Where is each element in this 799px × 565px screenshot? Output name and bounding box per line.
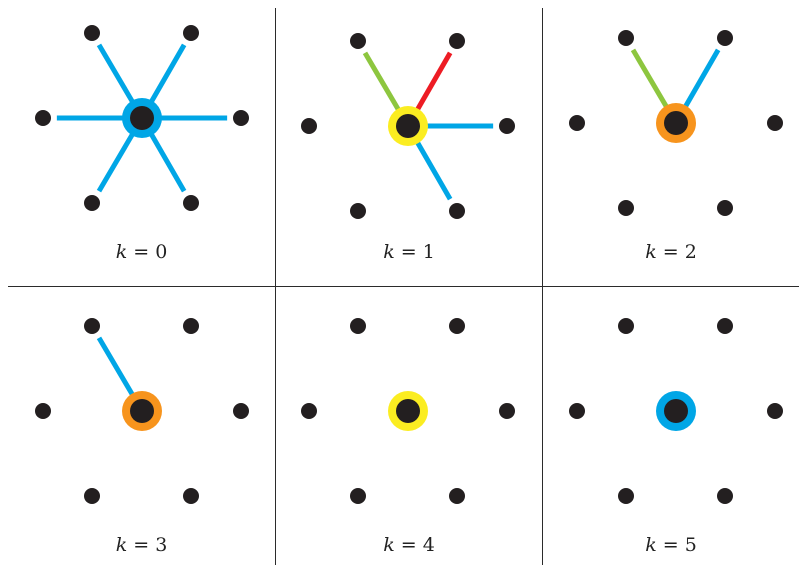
caption-value: 3 [155, 534, 168, 556]
node-left [35, 110, 51, 126]
center-node [396, 399, 420, 423]
caption-k3: k = 3 [8, 534, 275, 556]
caption-k1: k = 1 [276, 241, 542, 263]
node-lower-left [350, 488, 366, 504]
center-node [396, 114, 420, 138]
caption-value: 4 [422, 534, 435, 556]
node-upper-right [183, 318, 199, 334]
node-left [569, 403, 585, 419]
node-upper-left [84, 25, 100, 41]
node-right [767, 403, 783, 419]
node-upper-left [84, 318, 100, 334]
graph-k0 [35, 25, 249, 211]
panel-k0: k = 0 [8, 8, 275, 286]
node-lower-right [717, 488, 733, 504]
node-lower-right [449, 488, 465, 504]
node-upper-left [618, 30, 634, 46]
caption-variable: k [115, 534, 128, 556]
caption-variable: k [383, 534, 395, 556]
caption-value: 0 [155, 241, 168, 263]
panel-k3: k = 3 [8, 287, 275, 565]
caption-variable: k [645, 241, 657, 263]
panel-k1: k = 1 [276, 8, 542, 286]
node-left [35, 403, 51, 419]
node-lower-left [84, 195, 100, 211]
panel-k4: k = 4 [276, 287, 542, 565]
graph-k4 [301, 318, 515, 504]
graph-k3 [35, 318, 249, 504]
node-right [233, 403, 249, 419]
node-right [499, 118, 515, 134]
panel-k5: k = 5 [543, 287, 799, 565]
node-upper-right [449, 318, 465, 334]
caption-k2: k = 2 [543, 241, 799, 263]
horizontal-divider [8, 286, 799, 287]
center-node [664, 111, 688, 135]
node-lower-left [350, 203, 366, 219]
node-left [301, 403, 317, 419]
node-left [569, 115, 585, 131]
graph-k2 [569, 30, 783, 216]
node-right [499, 403, 515, 419]
caption-variable: k [115, 241, 128, 263]
caption-variable: k [383, 241, 395, 263]
graph-k5 [569, 318, 783, 504]
graph-k1 [301, 33, 515, 219]
center-node [130, 106, 154, 130]
node-left [301, 118, 317, 134]
node-right [233, 110, 249, 126]
caption-operator: = [394, 534, 423, 556]
node-upper-left [618, 318, 634, 334]
caption-value: 1 [422, 241, 435, 263]
node-lower-right [449, 203, 465, 219]
node-lower-left [618, 488, 634, 504]
node-upper-left [350, 318, 366, 334]
center-node [664, 399, 688, 423]
caption-operator: = [394, 241, 423, 263]
caption-value: 5 [684, 534, 697, 556]
caption-k5: k = 5 [543, 534, 799, 556]
panel-k2: k = 2 [543, 8, 799, 286]
caption-value: 2 [684, 241, 697, 263]
caption-k4: k = 4 [276, 534, 542, 556]
caption-k0: k = 0 [8, 241, 275, 263]
node-lower-right [717, 200, 733, 216]
caption-operator: = [656, 241, 685, 263]
node-upper-right [717, 318, 733, 334]
node-upper-right [717, 30, 733, 46]
node-right [767, 115, 783, 131]
caption-operator: = [127, 534, 156, 556]
node-upper-right [449, 33, 465, 49]
node-lower-right [183, 488, 199, 504]
node-upper-left [350, 33, 366, 49]
caption-operator: = [127, 241, 156, 263]
node-lower-left [84, 488, 100, 504]
node-upper-right [183, 25, 199, 41]
caption-operator: = [656, 534, 685, 556]
center-node [130, 399, 154, 423]
node-lower-left [618, 200, 634, 216]
caption-variable: k [645, 534, 657, 556]
node-lower-right [183, 195, 199, 211]
